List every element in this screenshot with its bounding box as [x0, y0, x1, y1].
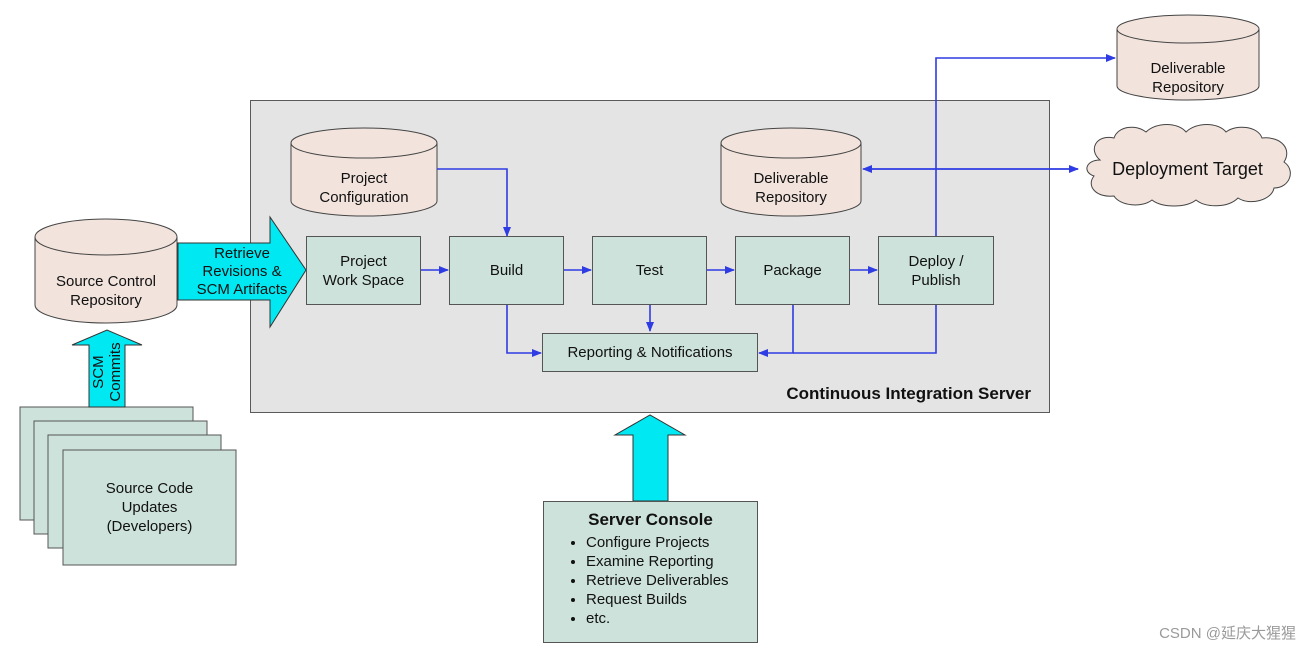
deployment-target-label: Deployment Target: [1112, 158, 1263, 179]
retrieve-arrow: [177, 215, 307, 329]
console-item-etc: etc.: [586, 609, 729, 628]
developer-stack: [19, 406, 237, 566]
connector-config-build: [437, 168, 511, 237]
server-console: Server Console Configure Projects Examin…: [543, 501, 758, 643]
connectors: [421, 54, 1116, 357]
console-item-retrieve: Retrieve Deliverables: [586, 571, 729, 590]
deliverable-outer-cylinder: [1116, 14, 1260, 101]
stage-test: Test: [592, 236, 707, 305]
console-item-examine: Examine Reporting: [586, 552, 729, 571]
scm-commits-label: SCM Commits: [90, 342, 124, 402]
project-configuration-label: Project Configuration: [319, 169, 409, 206]
watermark: CSDN @延庆大猩猩: [1159, 625, 1296, 642]
project-configuration-cylinder: [290, 127, 438, 217]
deployment-target-cloud: [1086, 124, 1291, 207]
scm-commits-arrow: [71, 329, 143, 408]
console-arrow: [613, 414, 687, 502]
deliverable-inner-label: Deliverable Repository: [753, 169, 829, 206]
connector-package-reporting: [758, 305, 794, 357]
stage-deploy: Deploy / Publish: [878, 236, 994, 305]
stage-package: Package: [735, 236, 850, 305]
connector-deploy-reporting: [793, 305, 937, 354]
source-control-label: Source Control Repository: [55, 272, 157, 309]
source-control-cylinder: [34, 218, 178, 324]
stage-build: Build: [449, 236, 564, 305]
connector-deploy-outer-repo: [935, 54, 1116, 236]
deliverable-outer-label: Deliverable Repository: [1150, 59, 1226, 96]
console-item-request: Request Builds: [586, 590, 729, 609]
stage-workspace: Project Work Space: [306, 236, 421, 305]
console-item-configure: Configure Projects: [586, 533, 729, 552]
deliverable-inner-cylinder: [720, 127, 862, 217]
ci-server-title: Continuous Integration Server: [786, 384, 1031, 403]
developers-label: Source Code Updates (Developers): [105, 480, 194, 535]
connector-build-reporting: [506, 305, 542, 357]
server-console-list: Configure Projects Examine Reporting Ret…: [544, 533, 729, 628]
retrieve-arrow-label: Retrieve Revisions & SCM Artifacts: [196, 244, 288, 298]
stage-reporting: Reporting & Notifications: [542, 333, 758, 372]
server-console-title: Server Console: [588, 510, 713, 529]
